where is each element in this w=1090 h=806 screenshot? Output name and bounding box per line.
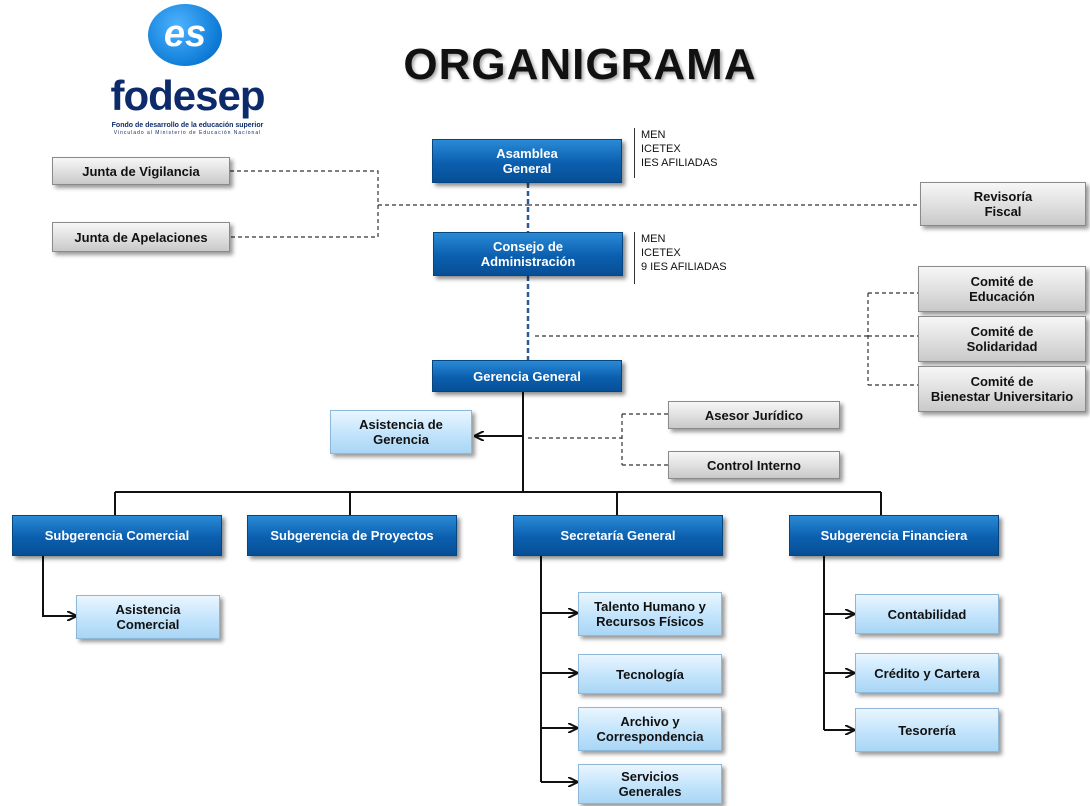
node-comite-educacion: Comité de Educación xyxy=(918,266,1086,312)
note-consejo-members: MEN ICETEX 9 IES AFILIADAS xyxy=(634,232,781,284)
node-credito-cartera: Crédito y Cartera xyxy=(855,653,999,693)
node-consejo-administracion: Consejo de Administración xyxy=(433,232,623,276)
node-talento-humano: Talento Humano y Recursos Físicos xyxy=(578,592,722,636)
node-junta-vigilancia: Junta de Vigilancia xyxy=(52,157,230,185)
node-asistencia-gerencia: Asistencia de Gerencia xyxy=(330,410,472,454)
node-subgerencia-comercial: Subgerencia Comercial xyxy=(12,515,222,556)
node-asesor-juridico: Asesor Jurídico xyxy=(668,401,840,429)
node-asamblea-general: Asamblea General xyxy=(432,139,622,183)
node-secretaria-general: Secretaría General xyxy=(513,515,723,556)
logo-subtagline: Vinculado al Ministerio de Educación Nac… xyxy=(113,130,262,136)
node-servicios-generales: Servicios Generales xyxy=(578,764,722,804)
node-control-interno: Control Interno xyxy=(668,451,840,479)
node-asistencia-comercial: Asistencia Comercial xyxy=(76,595,220,639)
node-tecnologia: Tecnología xyxy=(578,654,722,694)
node-contabilidad: Contabilidad xyxy=(855,594,999,634)
logo-mark: es xyxy=(163,13,207,55)
node-junta-apelaciones: Junta de Apelaciones xyxy=(52,222,230,252)
node-tesoreria: Tesorería xyxy=(855,708,999,752)
node-subgerencia-proyectos: Subgerencia de Proyectos xyxy=(247,515,457,556)
node-archivo-correspondencia: Archivo y Correspondencia xyxy=(578,707,722,751)
logo-circle xyxy=(148,4,222,66)
node-revisoria-fiscal: Revisoría Fiscal xyxy=(920,182,1086,226)
node-subgerencia-financiera: Subgerencia Financiera xyxy=(789,515,999,556)
node-comite-solidaridad: Comité de Solidaridad xyxy=(918,316,1086,362)
node-comite-bienestar: Comité de Bienestar Universitario xyxy=(918,366,1086,412)
note-asamblea-members: MEN ICETEX IES AFILIADAS xyxy=(634,128,771,178)
page-title: ORGANIGRAMA xyxy=(403,40,757,89)
logo-tagline: Fondo de desarrollo de la educación supe… xyxy=(111,122,264,129)
logo-name: fodesep xyxy=(110,72,265,119)
node-gerencia-general: Gerencia General xyxy=(432,360,622,392)
fodesep-logo: es fodesep Fondo de desarrollo de la edu… xyxy=(100,0,275,140)
